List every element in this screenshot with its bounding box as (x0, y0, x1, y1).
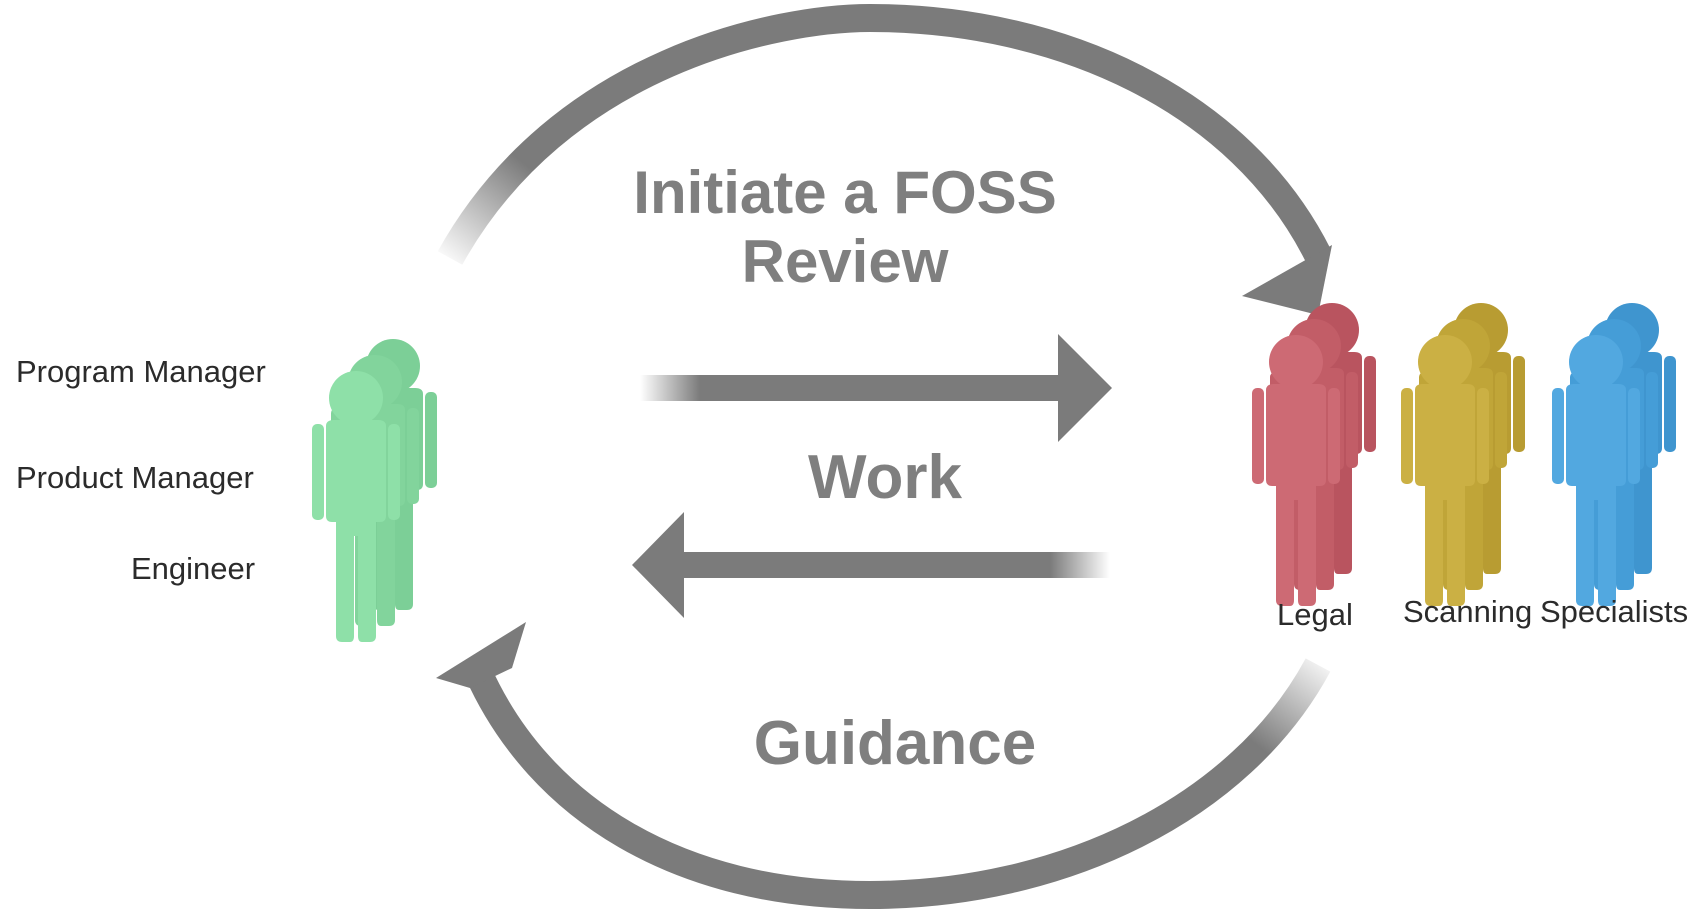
arrowhead (436, 622, 526, 688)
initiate-label: Initiate a FOSS Review (580, 158, 1110, 296)
role-label-program-manager: Program Manager (16, 354, 266, 389)
scanning-group (1401, 303, 1525, 606)
work-label: Work (808, 443, 962, 512)
initiate-arrow (437, 3, 1332, 315)
specialists-group (1552, 303, 1676, 606)
arrow-left-icon (682, 552, 1110, 578)
work-arrow-left (632, 512, 1110, 618)
initiate-label-line1: Initiate a FOSS (633, 159, 1057, 226)
requester-group (312, 339, 437, 642)
role-label-product-manager: Product Manager (16, 460, 254, 495)
arrowhead (1242, 245, 1332, 315)
initiate-label-line2: Review (741, 228, 949, 295)
guidance-label: Guidance (753, 709, 1037, 778)
curved-arrow-icon (465, 658, 1331, 910)
role-label-engineer: Engineer (131, 551, 256, 586)
work-arrow-right (640, 334, 1112, 442)
team-label-scanning: Scanning (1403, 594, 1533, 629)
curved-arrow-icon (437, 3, 1331, 265)
guidance-arrow (436, 622, 1331, 910)
legal-group (1252, 303, 1376, 606)
team-label-specialists: Specialists (1540, 594, 1689, 629)
team-label-legal: Legal (1277, 597, 1353, 632)
arrow-right-icon (640, 375, 1060, 401)
